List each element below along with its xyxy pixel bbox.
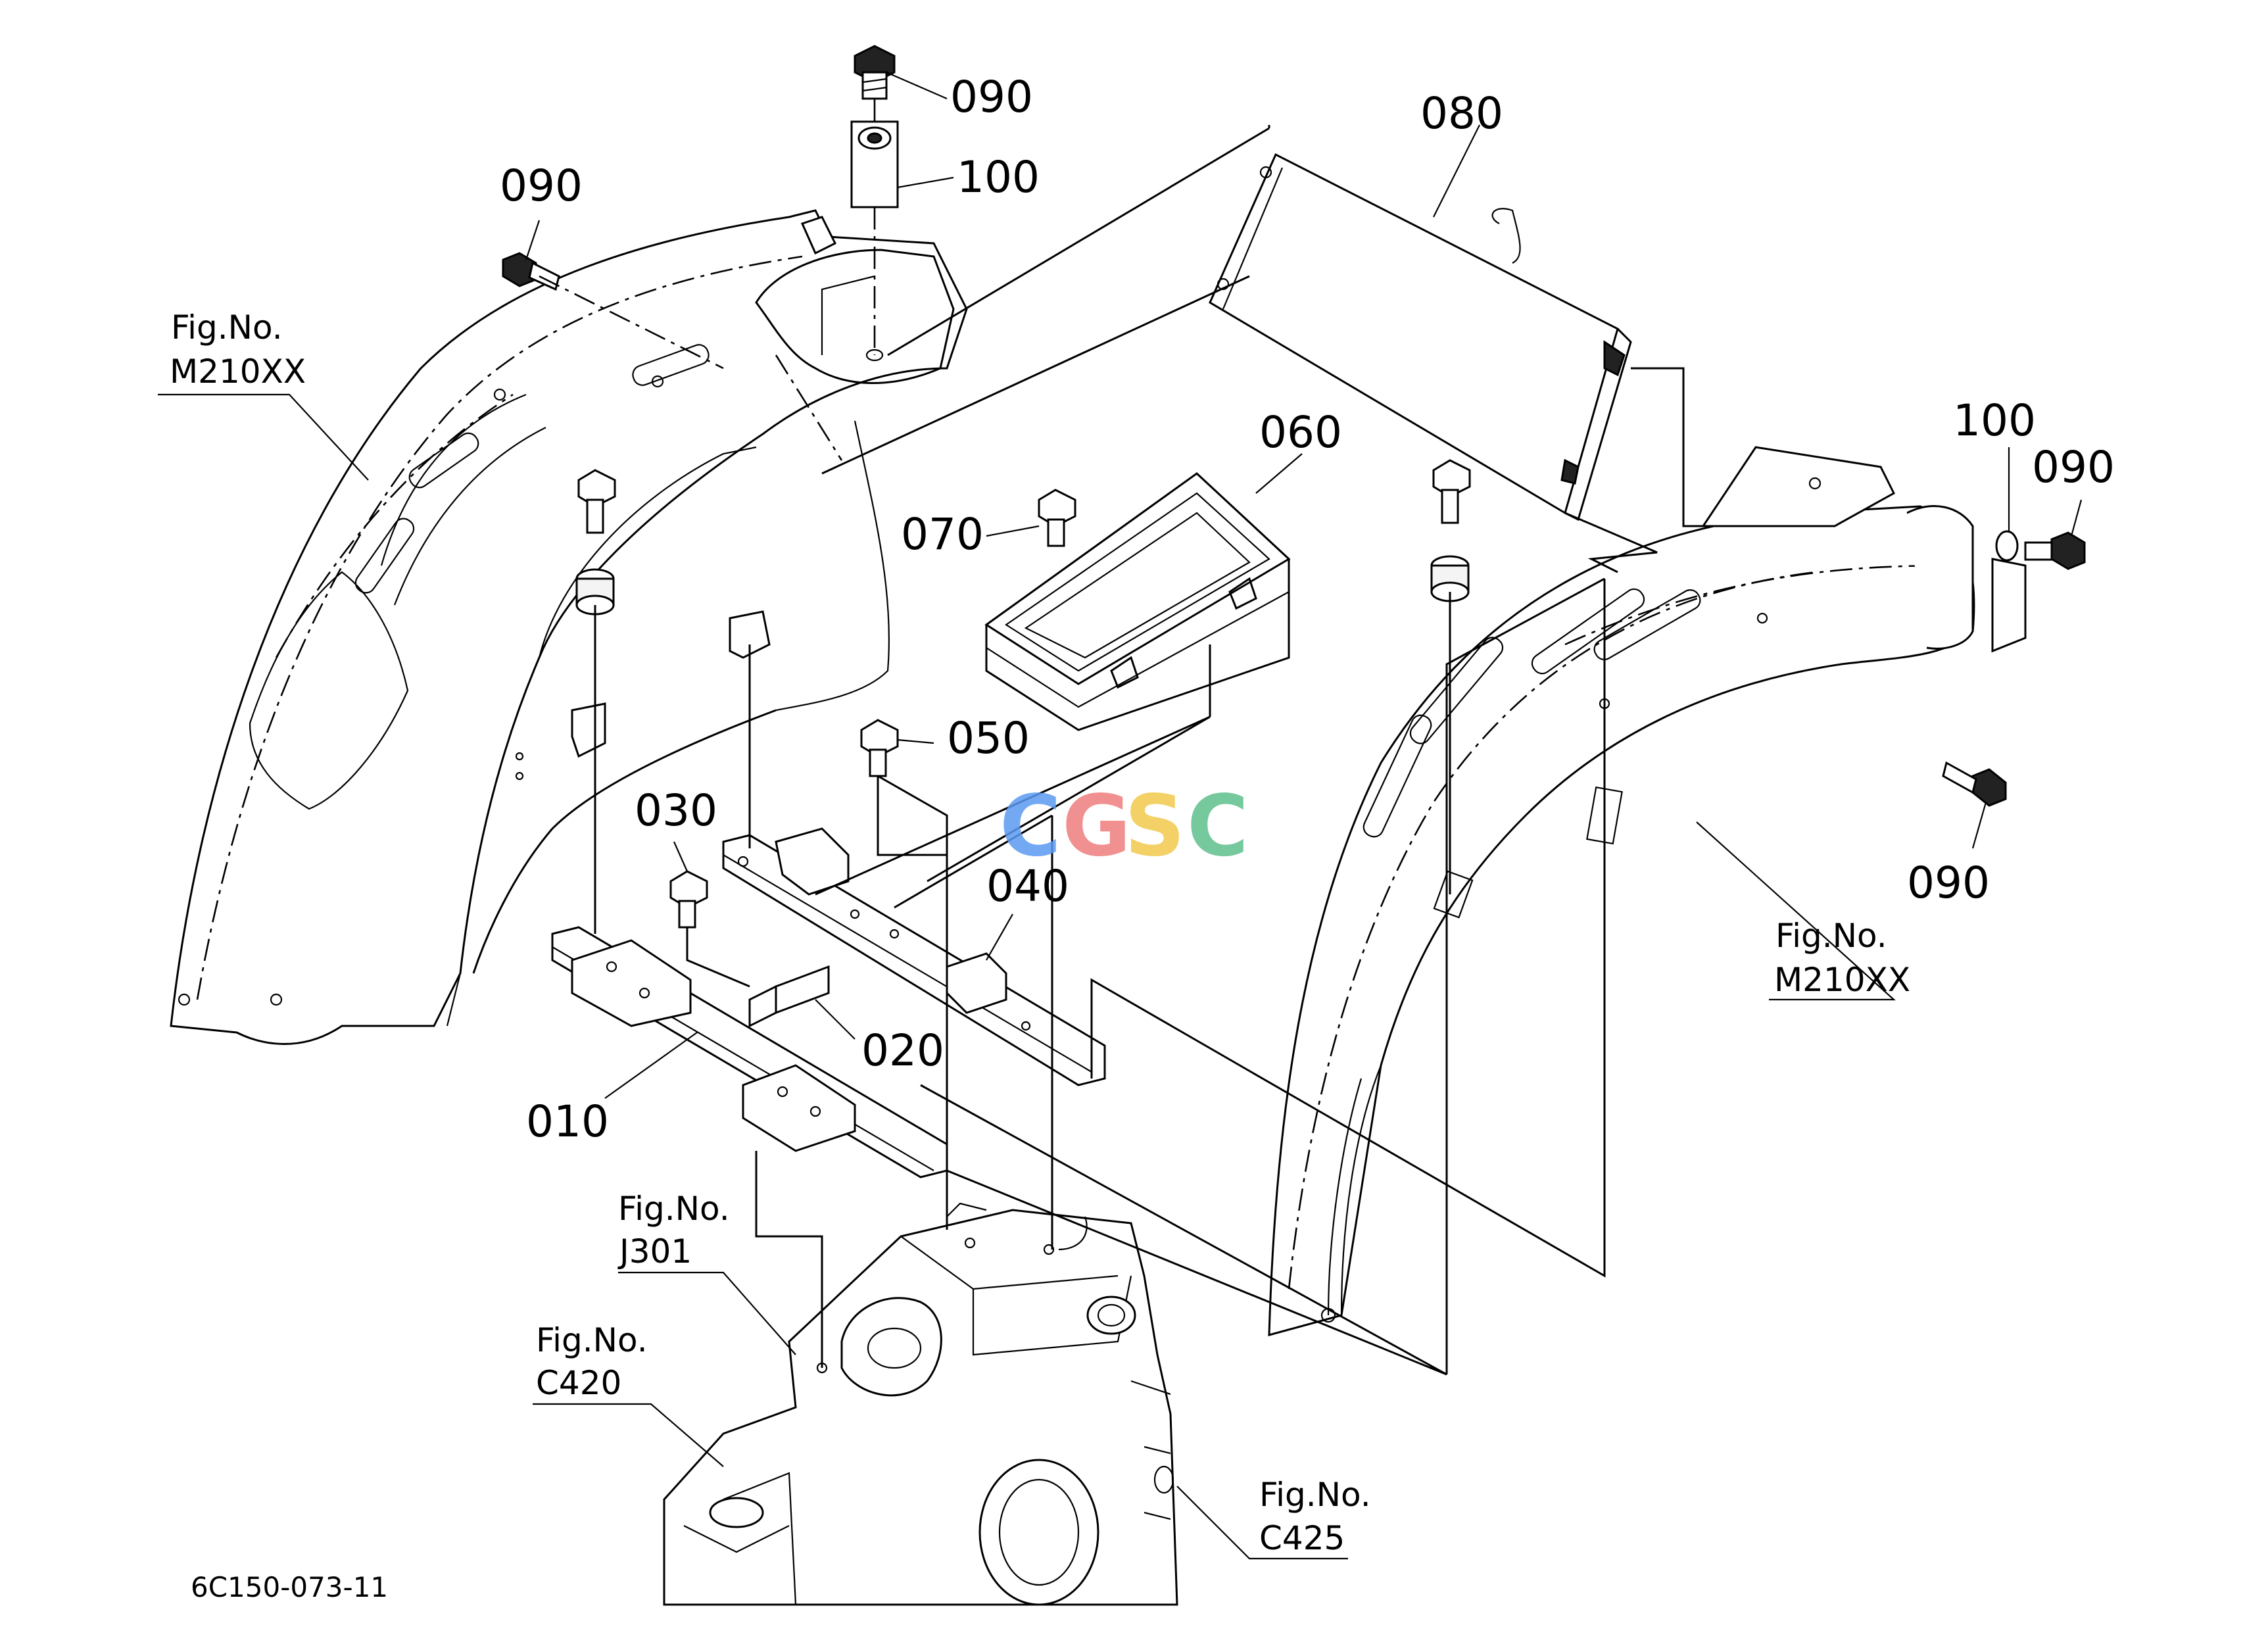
svg-text:Fig.No.: Fig.No. bbox=[618, 1190, 730, 1228]
callout-090-left: 090 bbox=[500, 160, 583, 211]
top-bolt-090 bbox=[854, 45, 896, 100]
cover-080 bbox=[1209, 153, 1632, 522]
svg-text:M210XX: M210XX bbox=[170, 352, 306, 391]
svg-text:J301: J301 bbox=[617, 1232, 692, 1271]
callout-020: 020 bbox=[861, 1025, 944, 1076]
top-plate-100 bbox=[850, 120, 899, 208]
left-fender bbox=[170, 209, 968, 1045]
svg-text:C420: C420 bbox=[536, 1364, 621, 1402]
svg-text:Fig.No.: Fig.No. bbox=[171, 308, 283, 347]
drawing-code: 6C150-073-11 bbox=[191, 1571, 388, 1603]
figref-left-fender: Fig.No. M210XX bbox=[170, 308, 306, 391]
transmission-housing bbox=[663, 1202, 1178, 1606]
callout-leaders bbox=[158, 71, 2083, 1560]
left-mount-bolt bbox=[571, 469, 771, 758]
right-fender bbox=[1268, 446, 1975, 1336]
right-mount-bolt bbox=[1430, 459, 1471, 602]
right-plate-100 bbox=[1991, 530, 2027, 653]
spacer-020 bbox=[748, 965, 830, 1028]
figref-right-fender: Fig.No. M210XX bbox=[1774, 917, 1910, 999]
figref-c425: Fig.No. C425 bbox=[1259, 1476, 1371, 1557]
callout-070: 070 bbox=[901, 509, 984, 560]
bracket-010 bbox=[551, 926, 948, 1178]
right-bolt-090-top bbox=[2024, 531, 2086, 570]
callout-010: 010 bbox=[526, 1096, 609, 1147]
bolt-030 bbox=[669, 870, 708, 929]
left-bolt-090 bbox=[502, 252, 560, 291]
assembly-lines bbox=[539, 99, 1743, 1376]
figref-c420: Fig.No. C420 bbox=[536, 1321, 648, 1402]
cgsc-watermark: C G S C bbox=[1000, 777, 1249, 875]
watermark-letter: C bbox=[1187, 777, 1249, 875]
svg-text:M210XX: M210XX bbox=[1774, 961, 1910, 999]
right-bolt-090-bottom bbox=[1942, 761, 2007, 807]
svg-text:Fig.No.: Fig.No. bbox=[1775, 917, 1887, 955]
svg-text:Fig.No.: Fig.No. bbox=[536, 1321, 648, 1359]
callout-060: 060 bbox=[1259, 407, 1342, 458]
callout-050: 050 bbox=[947, 713, 1030, 764]
callout-100-right: 100 bbox=[1953, 395, 2036, 446]
callout-100-top: 100 bbox=[957, 152, 1040, 203]
bracket-040 bbox=[722, 827, 1106, 1086]
toolbox-060 bbox=[984, 472, 1291, 731]
callout-090-top: 090 bbox=[950, 72, 1033, 122]
callout-030: 030 bbox=[635, 785, 717, 836]
figref-j301: Fig.No. J301 bbox=[617, 1190, 730, 1271]
svg-text:C425: C425 bbox=[1259, 1519, 1345, 1557]
callout-040: 040 bbox=[986, 861, 1069, 911]
callout-090-right-bottom: 090 bbox=[1907, 858, 1990, 908]
bolt-070 bbox=[1038, 489, 1076, 547]
watermark-letter: S bbox=[1124, 777, 1185, 875]
watermark-letter: G bbox=[1062, 777, 1131, 875]
watermark-letter: C bbox=[1000, 777, 1061, 875]
callout-090-right-top: 090 bbox=[2032, 442, 2115, 493]
svg-text:Fig.No.: Fig.No. bbox=[1259, 1476, 1371, 1514]
bolt-050 bbox=[860, 719, 899, 777]
callout-080: 080 bbox=[1420, 88, 1503, 139]
